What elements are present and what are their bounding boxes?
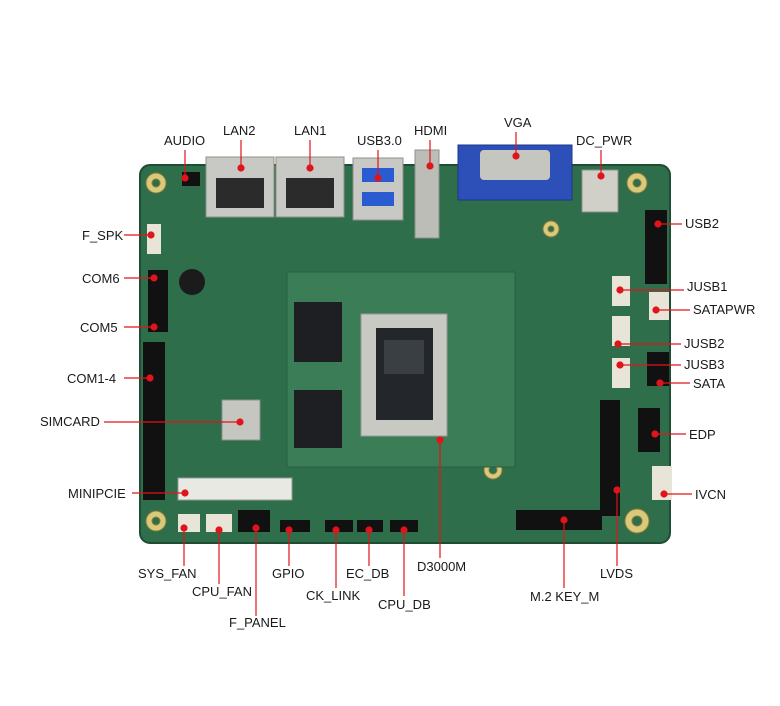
- label-lan1: LAN1: [294, 123, 327, 138]
- label-ck-link: CK_LINK: [306, 588, 361, 603]
- label-ec-db: EC_DB: [346, 566, 390, 581]
- label-hdmi: HDMI: [414, 123, 448, 138]
- label-usb2: USB2: [685, 216, 719, 231]
- label-dc-pwr: DC_PWR: [576, 133, 633, 148]
- label-lan2: LAN2: [223, 123, 256, 138]
- label-jusb1: JUSB1: [687, 279, 728, 294]
- label-simcard: SIMCARD: [40, 414, 100, 429]
- label-vga: VGA: [504, 115, 532, 130]
- label-audio: AUDIO: [164, 133, 206, 148]
- label-sys-fan: SYS_FAN: [138, 566, 197, 581]
- ram-chips: [294, 302, 342, 448]
- label-gpio: GPIO: [272, 566, 305, 581]
- label-lvds: LVDS: [600, 566, 633, 581]
- label-minipcie: MINIPCIE: [68, 486, 126, 501]
- bottom-headers: [178, 510, 418, 532]
- label-jusb3: JUSB3: [684, 357, 725, 372]
- label-cpu-db: CPU_DB: [378, 597, 431, 612]
- label-m2-key-m: M.2 KEY_M: [530, 589, 600, 604]
- label-com5: COM5: [80, 320, 118, 335]
- minipcie-slot: [177, 477, 293, 501]
- label-usb30: USB3.0: [357, 133, 402, 148]
- label-d3000m: D3000M: [417, 559, 467, 574]
- label-edp: EDP: [689, 427, 716, 442]
- label-satapwr: SATAPWR: [693, 302, 756, 317]
- m2-slot: [516, 510, 602, 530]
- label-cpu-fan: CPU_FAN: [192, 584, 252, 599]
- label-sata: SATA: [693, 376, 726, 391]
- label-jusb2: JUSB2: [684, 336, 725, 351]
- label-f-panel: F_PANEL: [229, 615, 286, 630]
- right-headers: [600, 210, 672, 516]
- label-ivcn: IVCN: [695, 487, 727, 502]
- label-com6: COM6: [82, 271, 120, 286]
- label-f-spk: F_SPK: [82, 228, 124, 243]
- mounting-holes: [145, 172, 650, 534]
- label-com1-4: COM1-4: [67, 371, 117, 386]
